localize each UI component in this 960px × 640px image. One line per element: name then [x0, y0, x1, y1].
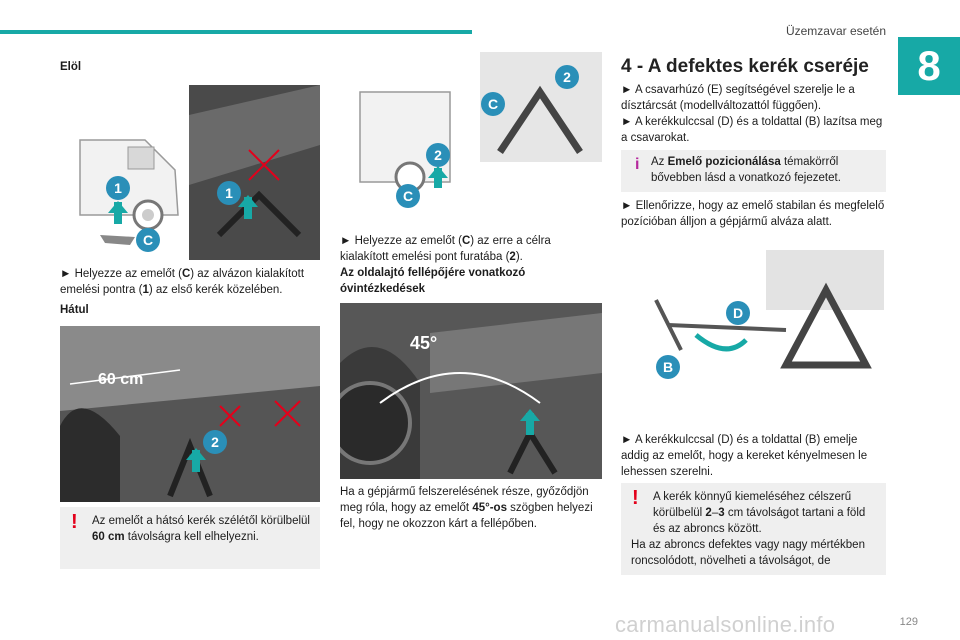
ground-clearance-warning: ! A kerék könnyű kiemeléséhez célszerű k… — [621, 483, 886, 575]
step-remove-cover: ► A csavarhúzó (E) segítségével szerelje… — [621, 84, 855, 112]
step-raise-jack: ► A kerékkulccsal (D) és a toldattal (B)… — [621, 434, 868, 478]
rear-warning-box: ! Az emelőt a hátsó kerék szélétől körül… — [60, 507, 320, 569]
info-text: Az Emelő pozicionálása témakörről bővebb… — [651, 156, 841, 184]
front-van-illustration: 1 C — [60, 85, 185, 260]
chapter-number: 8 — [917, 42, 941, 89]
front-jack-photo: 1 — [189, 85, 320, 260]
svg-text:C: C — [488, 96, 498, 112]
callout-1-badge — [106, 176, 130, 200]
svg-text:1: 1 — [225, 185, 233, 201]
rear-warning-text: Az emelőt a hátsó kerék szélétől körülbe… — [92, 515, 310, 543]
svg-text:2: 2 — [563, 69, 571, 85]
svg-text:D: D — [733, 305, 743, 321]
svg-text:2: 2 — [434, 147, 442, 163]
side-jack-illustration: 2 C 2 C — [340, 52, 602, 217]
info-box: i Az Emelő pozicionálása témakörről bőve… — [621, 150, 886, 192]
step-precaution-heading: Az oldalajtó fellépőjére vonatkozó óvint… — [340, 267, 526, 295]
ground-clearance-text: A kerék könnyű kiemeléséhez célszerű kör… — [631, 491, 866, 567]
chapter-badge: 8 — [898, 37, 960, 95]
warning-icon: ! — [71, 511, 78, 533]
warning-icon: ! — [632, 487, 639, 509]
side-instruction: ► Helyezze az emelőt (C) az erre a célra… — [340, 235, 551, 295]
watermark: carmanualsonline.info — [615, 612, 836, 637]
step-check-jack: ► Ellenőrizze, hogy az emelő stabilan és… — [621, 200, 885, 228]
front-instruction: ► Helyezze az emelőt (C) az alvázon kial… — [60, 268, 305, 296]
svg-text:B: B — [663, 359, 673, 375]
tire-change-heading: 4 - A defektes kerék cseréje — [621, 56, 869, 77]
svg-text:C: C — [143, 232, 153, 248]
angle-note: Ha a gépjármű felszerelésének része, győ… — [340, 486, 593, 530]
angle-label: 45° — [410, 333, 437, 353]
svg-text:2: 2 — [211, 434, 219, 450]
section-title: Üzemzavar esetén — [785, 24, 886, 38]
page-number: 129 — [899, 616, 918, 628]
angle-photo: 45° — [328, 303, 602, 479]
rear-jack-photo: 60 cm 2 — [60, 326, 320, 502]
info-icon: i — [635, 156, 640, 173]
callout-1-label: 1 — [114, 180, 122, 196]
front-heading: Elöl — [60, 61, 82, 73]
header-accent-bar — [0, 30, 472, 34]
rear-heading: Hátul — [60, 304, 89, 316]
callout-c-badge — [136, 228, 160, 252]
rear-distance-label: 60 cm — [98, 371, 143, 388]
step-loosen-bolts: ► A kerékkulccsal (D) és a toldattal (B)… — [621, 116, 883, 144]
svg-text:C: C — [403, 188, 413, 204]
wrench-jack-illustration: D B — [636, 250, 884, 420]
